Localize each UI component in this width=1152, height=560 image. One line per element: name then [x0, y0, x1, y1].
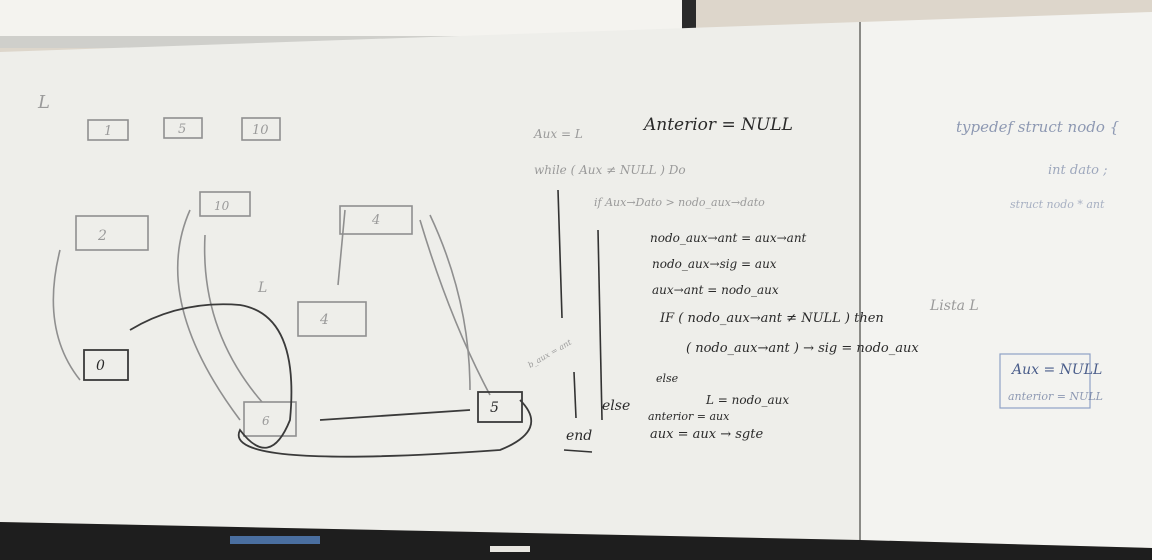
- code-line-4: IF ( nodo_aux→ant ≠ NULL ) then: [659, 311, 884, 326]
- aux-null: Aux = NULL: [1010, 362, 1102, 378]
- code-line-3: aux→ant = nodo_aux: [652, 283, 779, 297]
- linked-list-diagram: [52, 117, 491, 437]
- node-e: 0: [96, 358, 105, 374]
- node-c: 4: [371, 213, 380, 228]
- code-line-2: nodo_aux→sig = aux: [652, 257, 777, 271]
- code-line-5: ( nodo_aux→ant ) → sig = nodo_aux: [686, 341, 919, 356]
- struct-line: struct nodo * ant: [1010, 198, 1105, 211]
- main-board: [0, 22, 860, 540]
- int-dato-line: int dato ;: [1048, 163, 1108, 178]
- end-bar: [573, 371, 577, 419]
- end-underline: [563, 449, 593, 453]
- code-line-6: else: [656, 372, 679, 385]
- typedef-line: typedef struct nodo {: [956, 118, 1120, 136]
- code-line-7: L = nodo_aux: [705, 393, 789, 407]
- list-head-label: L: [37, 92, 50, 113]
- node-a: 2: [97, 228, 107, 244]
- while-line: while ( Aux ≠ NULL ) Do: [534, 163, 686, 177]
- node-g: 5: [490, 400, 499, 416]
- linked-list-arrows: [83, 303, 533, 458]
- node-d: 4: [319, 312, 329, 328]
- right-board: [860, 12, 1152, 548]
- top-node-1: 1: [104, 124, 112, 139]
- if-bar: [597, 229, 603, 421]
- else-label: else: [602, 398, 630, 414]
- small-list-label: L: [257, 280, 267, 296]
- if-line: if Aux→Dato > nodo_aux→dato: [594, 196, 765, 209]
- while-bar: [557, 189, 563, 319]
- aux-init: Aux = L: [533, 127, 583, 141]
- top-node-2: 5: [178, 122, 186, 137]
- marker-tray-marker: [230, 536, 320, 544]
- board-frame: [0, 522, 1152, 560]
- anterior-assign: anterior = aux: [648, 410, 730, 423]
- end-label: end: [566, 428, 592, 444]
- anterior-null-box: anterior = NULL: [1008, 390, 1103, 403]
- anterior-null: Anterior = NULL: [642, 115, 793, 135]
- eraser: [490, 546, 530, 552]
- node-f: 6: [262, 414, 270, 428]
- init-box: [999, 353, 1091, 409]
- projector-screen: [0, 0, 690, 38]
- aux-assign: aux = aux → sgte: [650, 427, 763, 442]
- top-node-3: 10: [252, 123, 269, 138]
- lista-label: Lista L: [929, 298, 979, 314]
- code-line-1: nodo_aux→ant = aux→ant: [650, 231, 807, 245]
- node-b: 10: [214, 199, 230, 213]
